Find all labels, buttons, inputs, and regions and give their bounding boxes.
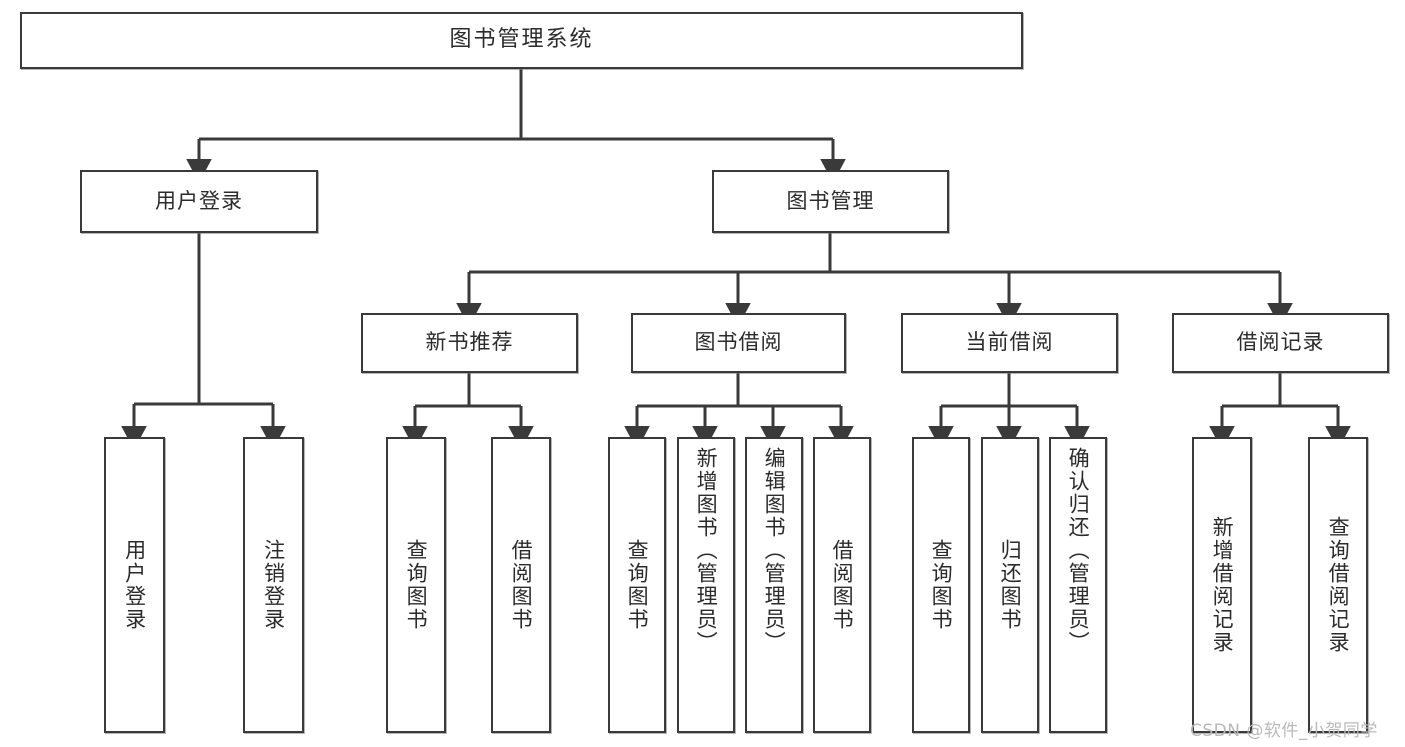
csdn-watermark: CSDN @软件_小贺同学	[1190, 721, 1378, 741]
node-label: 注销登录	[261, 539, 286, 631]
leaf-query-book-current[interactable]: 查询图书	[912, 437, 970, 733]
leaf-query-book-borrow[interactable]: 查询图书	[608, 437, 666, 733]
leaf-user-login[interactable]: 用户登录	[104, 437, 165, 733]
node-label: 查询图书	[404, 539, 429, 631]
leaf-logout-login[interactable]: 注销登录	[243, 437, 304, 733]
node-label: 编辑图书（管理员）	[762, 447, 787, 654]
node-label: 借阅图书	[509, 539, 534, 631]
node-label: 借阅记录	[1236, 330, 1325, 355]
node-borrow-record[interactable]: 借阅记录	[1172, 313, 1389, 373]
node-label: 用户登录	[122, 539, 147, 631]
node-label: 用户登录	[155, 188, 243, 213]
node-label: 查询借阅记录	[1326, 516, 1351, 654]
node-label: 查询图书	[929, 539, 954, 631]
leaf-query-book-new-rec[interactable]: 查询图书	[386, 437, 446, 733]
node-current-borrow[interactable]: 当前借阅	[901, 313, 1118, 373]
node-label: 新增图书（管理员）	[694, 447, 719, 654]
node-label: 归还图书	[998, 539, 1023, 631]
leaf-edit-book-admin[interactable]: 编辑图书（管理员）	[745, 437, 803, 733]
node-label: 图书借阅	[694, 330, 783, 355]
node-label: 图书管理系统	[449, 27, 594, 53]
leaf-add-book-admin[interactable]: 新增图书（管理员）	[677, 437, 735, 733]
node-label: 图书管理	[786, 188, 875, 213]
leaf-add-borrow-record[interactable]: 新增借阅记录	[1192, 437, 1252, 733]
node-label: 确认归还（管理员）	[1066, 447, 1091, 654]
leaf-borrow-book-new-rec[interactable]: 借阅图书	[491, 437, 551, 733]
node-label: 当前借阅	[965, 330, 1054, 355]
node-book-management[interactable]: 图书管理	[712, 170, 949, 233]
node-label: 借阅图书	[830, 539, 855, 631]
leaf-borrow-book-borrow[interactable]: 借阅图书	[813, 437, 871, 733]
leaf-query-borrow-record[interactable]: 查询借阅记录	[1308, 437, 1368, 733]
leaf-return-book[interactable]: 归还图书	[981, 437, 1039, 733]
node-label: 新书推荐	[425, 330, 514, 355]
node-label: 查询图书	[625, 539, 650, 631]
leaf-confirm-return-admin[interactable]: 确认归还（管理员）	[1049, 437, 1107, 733]
node-user-login[interactable]: 用户登录	[80, 170, 318, 233]
node-new-book-recommendation[interactable]: 新书推荐	[361, 313, 578, 373]
node-book-borrow[interactable]: 图书借阅	[631, 313, 846, 373]
node-root-book-management-system[interactable]: 图书管理系统	[20, 12, 1023, 69]
node-label: 新增借阅记录	[1210, 516, 1235, 654]
